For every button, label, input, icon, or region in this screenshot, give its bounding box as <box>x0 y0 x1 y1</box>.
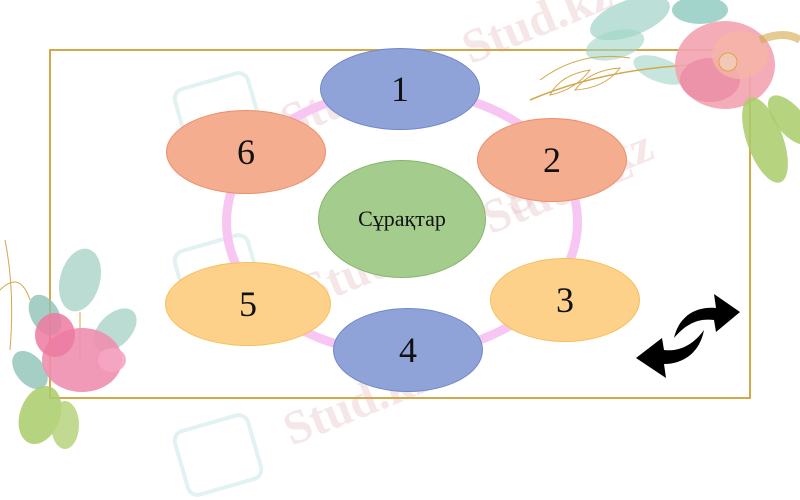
watermark-logo <box>169 410 267 500</box>
node-5-label: 5 <box>239 284 257 324</box>
node-1-label: 1 <box>391 69 409 109</box>
node-3[interactable]: 3 <box>490 258 640 342</box>
node-6-label: 6 <box>237 132 255 172</box>
node-6[interactable]: 6 <box>166 110 326 194</box>
node-2-label: 2 <box>543 140 561 180</box>
center-node-questions[interactable]: Сұрақтар <box>318 160 486 278</box>
node-3-label: 3 <box>556 280 574 320</box>
swap-arrows-icon[interactable] <box>634 286 744 386</box>
node-5[interactable]: 5 <box>165 262 331 346</box>
node-4-label: 4 <box>399 330 417 370</box>
node-1[interactable]: 1 <box>320 48 480 130</box>
node-2[interactable]: 2 <box>477 118 627 202</box>
center-node-label: Сұрақтар <box>358 206 446 231</box>
node-4[interactable]: 4 <box>333 308 483 392</box>
